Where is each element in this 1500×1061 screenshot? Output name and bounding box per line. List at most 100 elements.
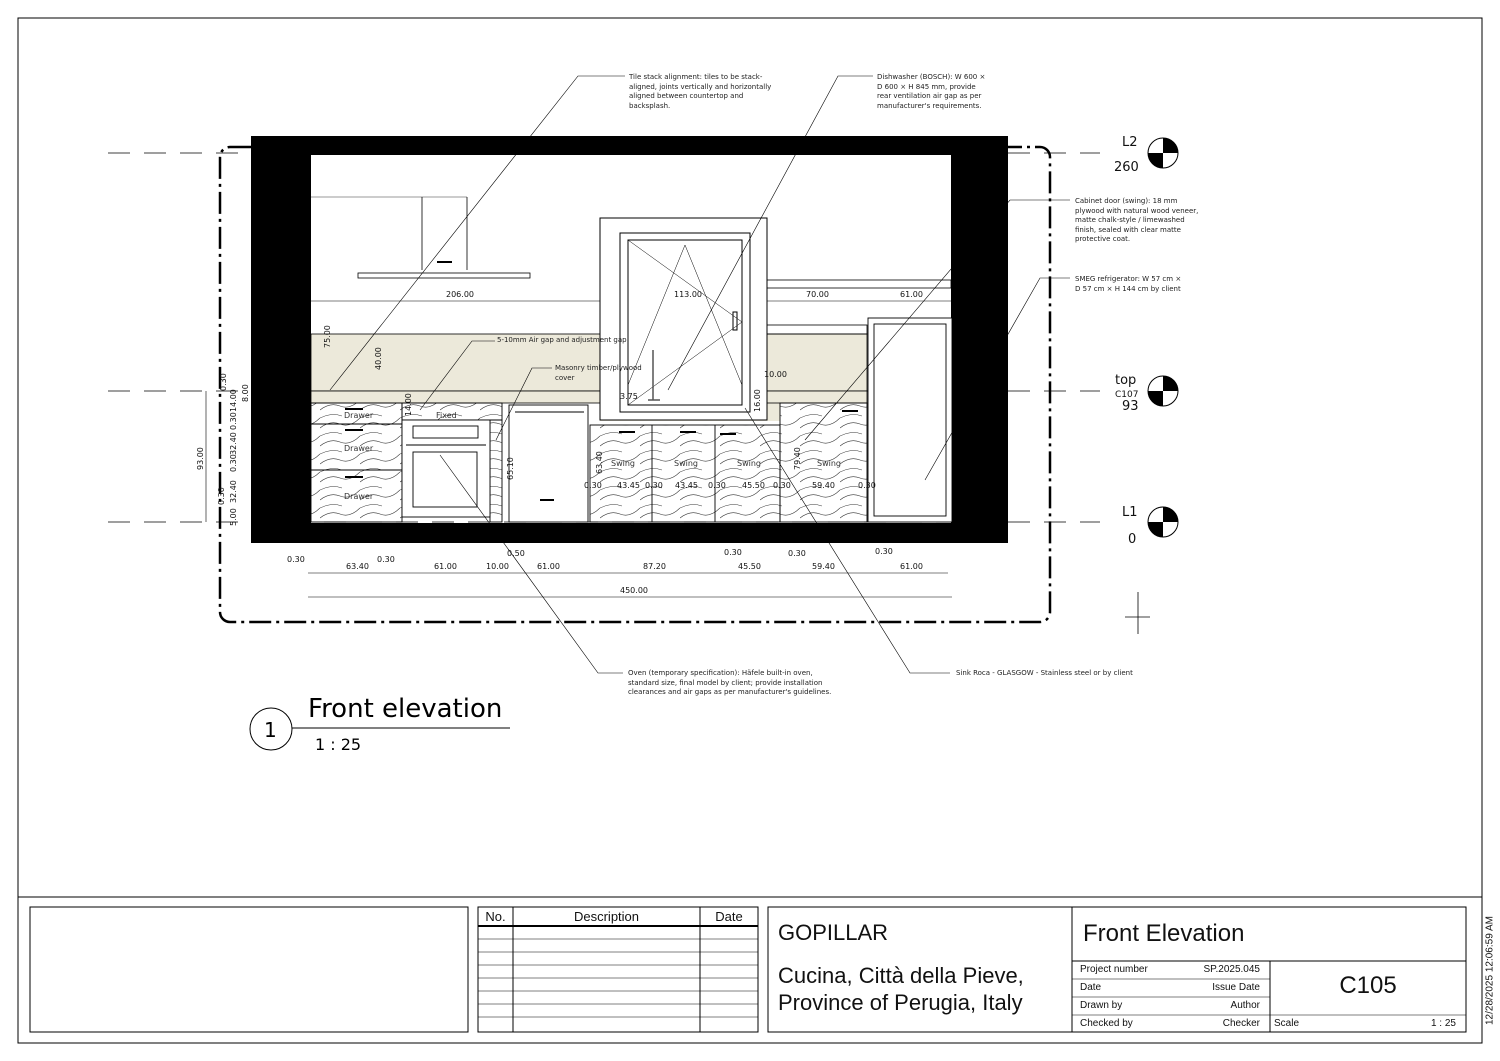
sheet-name: Front Elevation (1083, 920, 1245, 947)
sheet-number: C105 (1339, 972, 1397, 999)
company-name: GOPILLAR (778, 920, 889, 945)
field-value: SP.2025.045 (1203, 964, 1260, 975)
dim-text: 43.45 (617, 481, 640, 490)
level-value-top: 93 (1122, 399, 1139, 414)
dim-text: 0.30 (645, 481, 663, 490)
print-timestamp: 12/28/2025 12:06:59 AM (1484, 916, 1496, 1025)
dim-text: 14.00 (229, 389, 238, 412)
backsplash-right (766, 333, 868, 392)
view-scale: 1 : 25 (315, 735, 361, 754)
dim-text: 0.30 (773, 481, 791, 490)
dim-text: 0.30 (217, 487, 226, 505)
dim-text: 32.40 (229, 480, 238, 503)
note-tile-alignment: Tile stack alignment: tiles to be stack-… (629, 73, 772, 110)
revision-header-no: No. (485, 909, 506, 924)
dim-text: 61.00 (434, 562, 457, 571)
view-title: Front elevation (308, 694, 502, 724)
leader-lines (329, 75, 1070, 674)
level-name-top: top (1115, 373, 1136, 388)
revision-header-date: Date (715, 909, 743, 924)
field-label: Project number (1080, 964, 1148, 975)
view-number-bubble (249, 707, 293, 751)
field-label: Drawn by (1080, 1000, 1123, 1011)
project-name: Cucina, Città della Pieve, Province of P… (778, 963, 1024, 1015)
field-value: Checker (1222, 1018, 1260, 1029)
dim-text-total: 450.00 (620, 586, 648, 595)
dim-text: 10.00 (486, 562, 509, 571)
dim-text: 32.40 (229, 432, 238, 455)
dim-text: 0.30 (377, 555, 395, 564)
dim-text: 93.00 (196, 447, 205, 470)
label-drawer: Drawer (344, 492, 374, 501)
field-label: Date (1080, 982, 1102, 993)
window (599, 217, 768, 421)
dim-text: 0.30 (229, 454, 238, 472)
dim-text: 61.00 (537, 562, 560, 571)
dim-text: 65.10 (506, 457, 515, 480)
label-swing: Swing (737, 459, 761, 468)
dim-text: 63.40 (346, 562, 369, 571)
dim-text: 0.30 (858, 481, 876, 490)
label-fixed: Fixed (436, 411, 457, 420)
dim-text: 5.00 (229, 508, 238, 526)
scale-value: 1 : 25 (1430, 1018, 1456, 1029)
top-dimensions: 206.00 113.00 70.00 61.00 (446, 290, 923, 299)
dim-text: 0.30 (229, 412, 238, 430)
note-cabinet-door: Cabinet door (swing): 18 mm plywood with… (1075, 197, 1199, 243)
dim-text: 0.50 (507, 549, 525, 558)
revision-header-description: Description (573, 909, 640, 924)
dim-text: 70.00 (806, 290, 829, 299)
label-drawer: Drawer (344, 411, 374, 420)
note-refrigerator: SMEG refrigerator: W 57 cm × D 57 cm × H… (1075, 275, 1182, 293)
dim-text: 0.30 (584, 481, 602, 490)
origin-mark (1125, 592, 1150, 634)
label-swing: Swing (817, 459, 841, 468)
base-cabinets (310, 402, 868, 523)
dim-text: 14.00 (404, 393, 413, 416)
dim-text: 16.00 (753, 389, 762, 412)
note-sink: Sink Roca - GLASGOW - Stainless steel or… (956, 669, 1133, 677)
level-marker-l1 (1147, 506, 1179, 538)
label-swing: Swing (611, 459, 635, 468)
dim-text: 3.75 (620, 392, 638, 401)
dim-text: 0.30 (219, 373, 228, 391)
level-value-l2: 260 (1114, 160, 1139, 175)
note-masonry-cover: Masonry timber/plywood cover (555, 364, 642, 382)
dim-text: 0.30 (875, 547, 893, 556)
note-air-gap: 5-10mm Air gap and adjustment gap (497, 336, 627, 344)
dim-text: 75.00 (323, 325, 332, 348)
scale-label: Scale (1274, 1018, 1300, 1029)
note-oven: Oven (temporary specification): Häfele b… (628, 669, 832, 696)
dim-text: 206.00 (446, 290, 474, 299)
field-value: Author (1230, 1000, 1260, 1011)
level-marker-l2 (1147, 137, 1179, 169)
dim-text: 10.00 (764, 370, 787, 379)
dim-text: 43.45 (675, 481, 698, 490)
dim-text: 40.00 (374, 347, 383, 370)
dim-text: 0.30 (287, 555, 305, 564)
dim-text: 59.40 (812, 481, 835, 490)
field-value: Issue Date (1212, 982, 1260, 993)
dim-text: 61.00 (900, 290, 923, 299)
faucet-icon (648, 350, 660, 401)
dim-text: 63.40 (595, 451, 604, 474)
level-name-l1: L1 (1122, 505, 1138, 520)
label-swing: Swing (674, 459, 698, 468)
dim-text: 61.00 (900, 562, 923, 571)
title-block-frame (29, 897, 1483, 1043)
dim-text: 0.30 (724, 548, 742, 557)
refrigerator (867, 317, 953, 523)
dim-text: 8.00 (241, 384, 250, 402)
view-number: 1 (264, 718, 277, 742)
sheet-border (17, 17, 1483, 1044)
level-marker-top (1147, 375, 1179, 407)
dim-text: 0.30 (788, 549, 806, 558)
countertop (310, 390, 868, 404)
level-name-l2: L2 (1122, 135, 1138, 150)
dishwasher (508, 404, 589, 523)
dim-text: 59.40 (812, 562, 835, 571)
